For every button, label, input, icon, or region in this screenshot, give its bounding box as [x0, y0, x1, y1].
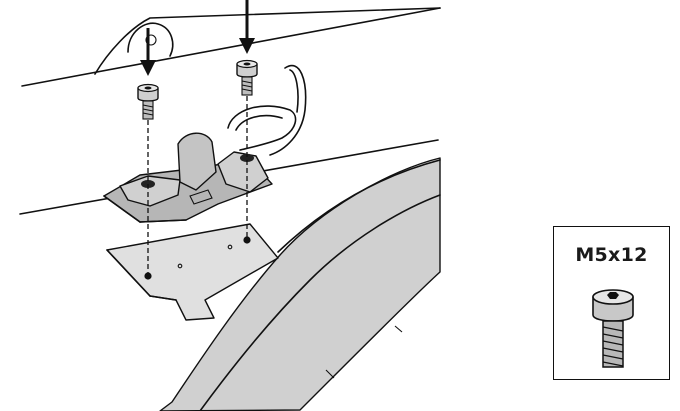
- hex-socket-cap-screw-icon: [592, 289, 634, 368]
- mounting-plate: [106, 223, 279, 321]
- screw-right: [236, 59, 258, 96]
- screw-size-label: M5x12: [575, 244, 648, 266]
- mount-panel: [159, 157, 441, 411]
- screw-left: [137, 83, 159, 120]
- frame-tube: [19, 7, 441, 215]
- screw-spec-callout: M5x12: [553, 226, 670, 380]
- arrow-down-left-icon: [140, 28, 156, 76]
- arrow-down-right-icon: [239, 0, 255, 54]
- alignment-lines: [147, 96, 248, 276]
- clamp-bracket: [103, 132, 273, 223]
